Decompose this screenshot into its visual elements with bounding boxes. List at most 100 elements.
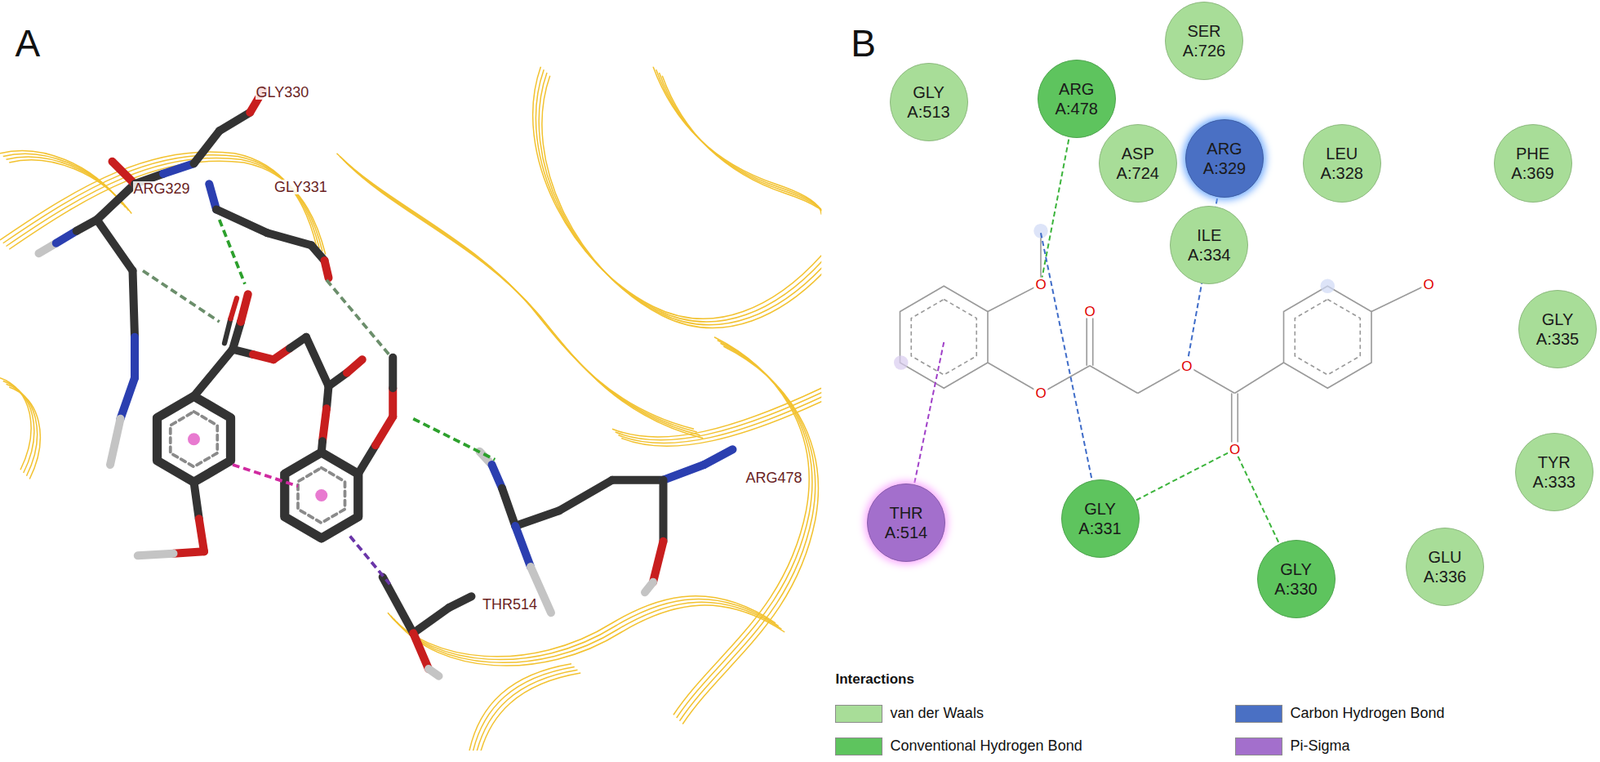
bond: [375, 416, 393, 445]
aromatic-bond: [297, 467, 346, 524]
ribbon-line: [472, 666, 575, 752]
bond: [324, 260, 329, 278]
residue-circle: ARG A:478: [1037, 59, 1116, 138]
bond: [133, 271, 136, 338]
hydrogen-bond-line: [219, 219, 245, 285]
ribbon-line: [339, 156, 698, 433]
residue-label: GLY A:335: [1530, 309, 1585, 349]
bond: [358, 444, 376, 474]
bond: [97, 219, 134, 272]
bond: [232, 321, 241, 350]
residue-circle: ARG A:329: [1185, 119, 1264, 198]
ribbon-line: [0, 151, 123, 205]
residue-label: TYR A:333: [1527, 452, 1582, 492]
bond: [1236, 393, 1239, 450]
residue-label: ARG A:478: [1049, 79, 1104, 119]
bond: [1092, 311, 1094, 366]
bond: [1085, 311, 1088, 366]
bond: [1186, 365, 1236, 394]
benzene-ring: [900, 285, 989, 388]
hydrogen-bond-line: [142, 271, 220, 323]
residue-label: GLY A:513: [902, 82, 956, 122]
bond: [428, 668, 440, 676]
legend-swatch: [835, 737, 883, 756]
ribbon-line: [533, 66, 823, 320]
interaction-lines: [906, 99, 1297, 580]
residue-label: PHE A:369: [1506, 143, 1560, 183]
ribbon-line: [621, 397, 822, 447]
carbon-hydrogen-bond-line: [1040, 232, 1101, 519]
ring-centroid: [315, 488, 328, 502]
bond: [388, 387, 397, 417]
bond: [653, 541, 664, 583]
atom-label: O: [1033, 276, 1048, 291]
bond: [448, 595, 472, 608]
ribbon-line: [535, 69, 822, 322]
bond: [987, 362, 1041, 394]
ribbon-line: [475, 669, 578, 751]
bond: [224, 318, 232, 343]
legend-text: Carbon Hydrogen Bond: [1290, 704, 1445, 722]
ribbon-line: [659, 72, 823, 221]
atom-label: O: [1179, 358, 1194, 373]
bond: [97, 183, 135, 220]
pi-sigma-line: [350, 536, 391, 585]
bond: [112, 161, 136, 185]
bond: [199, 518, 205, 552]
bond: [413, 607, 449, 633]
ribbon-line: [662, 75, 822, 224]
legend-title: Interactions: [835, 671, 916, 686]
aromatic-ring: [157, 395, 232, 482]
aromatic-bond: [170, 411, 218, 467]
bond: [515, 525, 531, 567]
ribbon-strand: [3, 69, 823, 751]
residue-label: GLY A:330: [1269, 559, 1324, 599]
residue-circle: THR A:514: [866, 483, 946, 562]
bond: [413, 632, 429, 669]
bond: [110, 418, 121, 465]
residue-label: GLY330: [255, 84, 311, 100]
legend-swatch: [1235, 704, 1283, 723]
benzene-ring: [1284, 285, 1373, 388]
bond: [120, 377, 136, 419]
ribbon-line: [342, 159, 701, 436]
bond: [173, 551, 205, 554]
legend-text: van der Waals: [890, 704, 984, 722]
bond: [502, 488, 516, 526]
residue-label: SER A:726: [1177, 21, 1232, 61]
bond: [240, 293, 249, 322]
ribbon-line: [337, 153, 695, 430]
aromatic-bond: [911, 299, 977, 376]
residue-label: ILE A:334: [1182, 225, 1236, 265]
bond: [346, 359, 363, 373]
ribbon-line: [6, 157, 324, 251]
ribbon-line: [396, 604, 785, 666]
bond: [612, 475, 664, 485]
bond: [130, 337, 139, 378]
bond: [267, 232, 312, 245]
aromatic-bond: [1294, 299, 1360, 376]
ribbon-line: [680, 342, 816, 721]
legend-text: Conventional Hydrogen Bond: [890, 737, 1083, 755]
bond: [987, 284, 1041, 312]
panel-letter: A: [14, 24, 42, 63]
residue-label: LEU A:328: [1315, 143, 1369, 183]
bond: [388, 357, 397, 389]
bond: [163, 163, 195, 174]
legend-entry: Pi-Sigma: [1235, 737, 1351, 756]
bond: [382, 577, 414, 634]
bond: [1371, 284, 1429, 312]
ribbon-line: [538, 72, 822, 325]
bond: [659, 480, 668, 542]
legend-entry: van der Waals: [835, 704, 984, 723]
bond: [322, 408, 327, 441]
residue-circle: PHE A:369: [1493, 124, 1573, 203]
residue-circle: GLY A:335: [1518, 289, 1597, 369]
ribbon-line: [346, 162, 704, 439]
atom-glow: [893, 355, 909, 370]
bond: [306, 337, 329, 387]
legend-swatch: [1235, 737, 1283, 756]
aromatic-ring: [284, 452, 359, 538]
bond: [1231, 393, 1233, 450]
